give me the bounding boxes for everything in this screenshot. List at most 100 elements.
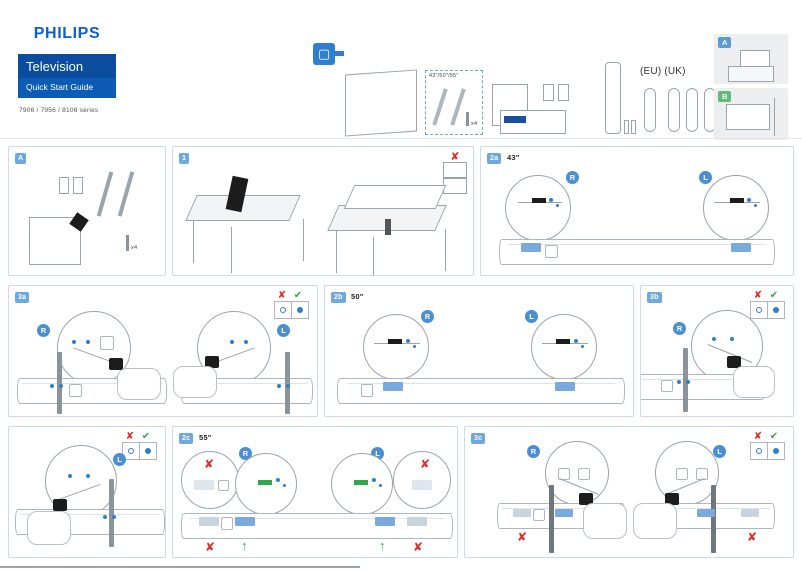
wrong-slot-3c-r xyxy=(513,509,531,517)
panel-screw-stand-50: 3b ✘ ✔ R xyxy=(640,285,794,417)
stand-post-3c-l xyxy=(711,485,716,553)
screwdriver-handle-3a-r xyxy=(109,358,123,370)
screwdriver-handle-3c-r xyxy=(579,493,593,505)
connector-port-2a xyxy=(545,245,558,258)
legend-x-3b: ✘ xyxy=(753,290,763,301)
screw-dot-2b-l1 xyxy=(574,339,578,343)
table-leg-r1 xyxy=(336,231,337,273)
screw-dot-3a-r2 xyxy=(86,340,90,344)
panel-badge-3b: 3b xyxy=(647,292,662,303)
stand-post-3b-left xyxy=(109,479,114,547)
philips-wordmark: PHILIPS xyxy=(33,25,101,42)
legend-cell-right-3b xyxy=(767,302,784,318)
screw-dot-2c-l1 xyxy=(372,478,376,482)
callout-wrong-right-2c: ✘ xyxy=(181,451,239,509)
stand-post-3c-r xyxy=(549,485,554,553)
tv-face-down-illustration xyxy=(343,185,447,209)
hand-illustration-3c-r xyxy=(583,503,627,539)
legend-x-3a: ✘ xyxy=(277,290,287,301)
wrong-marker-3c-r: ✘ xyxy=(517,530,528,544)
mount-slot-left-2a xyxy=(731,243,751,252)
wrong-marker-left-2c: ✘ xyxy=(413,540,424,554)
marker-right-3c: R xyxy=(527,445,540,458)
option-b-tv-illustration xyxy=(726,104,770,130)
wrong-slot-left-2c xyxy=(407,517,427,526)
callout-right-2a xyxy=(505,175,571,241)
panel-attach-stand-55: 2c 55" R L ✘ ✘ ✘ ↑ ↑ ✘ xyxy=(172,426,458,558)
screwdriver-handle-3a-l xyxy=(205,356,219,368)
table-leg-l1 xyxy=(193,221,194,263)
connector-port-3a xyxy=(69,384,82,397)
cable-clip-1 xyxy=(543,84,554,101)
option-b-card[interactable] xyxy=(714,88,788,140)
legend-cell-wrong-3c xyxy=(751,443,767,459)
marker-left-3a: L xyxy=(277,324,290,337)
panel-badge-3c: 3c xyxy=(471,433,486,444)
mount-slot-right-2a xyxy=(521,243,541,252)
screw-dot-3a-l1 xyxy=(230,340,234,344)
clip-part-1 xyxy=(59,177,69,194)
marker-left-2b: L xyxy=(525,310,538,323)
screw-dot-2b-r2 xyxy=(413,345,416,348)
callout-port-3c-l1 xyxy=(676,468,688,480)
legend-cell-right-3a xyxy=(291,302,308,318)
mount-slot-left-2b xyxy=(555,382,575,391)
legend-3b-left: ✘ ✔ xyxy=(122,432,157,460)
callout-port-3c-r2 xyxy=(578,468,590,480)
panel-badge-1: 1 xyxy=(179,153,190,164)
series-label: 7906 / 7956 / 8106 series xyxy=(19,107,99,114)
screw-icon xyxy=(466,112,469,126)
legend-3c: ✘ ✔ xyxy=(750,432,785,460)
screw-count-a: x4 xyxy=(131,245,138,251)
legend-cell-right-3c xyxy=(767,443,784,459)
legend-3a: ✘ ✔ xyxy=(274,291,309,319)
fixing-dot-3b-2 xyxy=(686,380,690,384)
leaflet-illustration xyxy=(500,110,566,134)
connector-port-3b xyxy=(661,380,673,392)
legend-check-3b: ✔ xyxy=(769,290,779,301)
screw-dot-2b-l2 xyxy=(581,345,584,348)
panel-size-2a: 43" xyxy=(507,153,520,162)
insert-arrow-icon-2c-l xyxy=(354,480,368,485)
callout-left-2b xyxy=(531,314,597,380)
table-leg-l2 xyxy=(231,227,232,273)
option-b-wall-line xyxy=(774,98,775,136)
warning-illustration-1 xyxy=(443,162,467,178)
insert-arrow-icon-2a-r xyxy=(532,198,546,203)
callout-wrong-slot-2c-l xyxy=(412,480,432,490)
correct-slot-3c-l xyxy=(697,509,715,517)
callout-x-icon-2c-l: ✘ xyxy=(420,457,431,471)
screw-dot-3b-r1 xyxy=(712,337,716,341)
marker-right-2a: R xyxy=(566,171,579,184)
callout-wrong-slot-2c-r xyxy=(194,480,214,490)
panel-size-2b: 50" xyxy=(351,292,364,301)
product-band: Television xyxy=(18,54,116,78)
stand-parts-box xyxy=(425,70,483,135)
hand-illustration-3a-r xyxy=(117,368,161,400)
unpack-box-icon: ▢ xyxy=(313,43,335,65)
callout-correct-right-2c xyxy=(235,453,297,515)
correct-marker-right-2c: ↑ xyxy=(241,538,248,553)
legend-3b: ✘ ✔ xyxy=(750,291,785,319)
unpack-arrow-icon xyxy=(330,51,344,56)
power-cable-region-label: (EU) (UK) xyxy=(640,66,686,77)
option-a-furniture-illustration xyxy=(728,66,774,82)
correct-slot-left-2c xyxy=(375,517,395,526)
no-flat-lay-warning: ✘ xyxy=(443,152,467,194)
screw-dot-3b-r2 xyxy=(730,337,734,341)
panel-screw-stand-50-left: ✘ ✔ L xyxy=(8,426,166,558)
stand-size-label: 43"/50"/55" xyxy=(429,73,459,79)
wrong-marker-right-2c: ✘ xyxy=(205,540,216,554)
tv-bottom-edge-2b xyxy=(337,378,625,404)
fixing-dot-3a-l2 xyxy=(286,384,290,388)
insert-arrow-icon-2a-l xyxy=(730,198,744,203)
marker-left-3b-left: L xyxy=(113,453,126,466)
panel-screw-stand-55: 3c ✘ ✔ R L ✘ ✘ xyxy=(464,426,794,558)
legend-check-3c: ✔ xyxy=(769,431,779,442)
fixing-dot-3b-l1 xyxy=(103,515,107,519)
legend-x-3b-left: ✘ xyxy=(125,431,135,442)
screwdriver-handle-3b xyxy=(727,356,741,368)
marker-left-3c: L xyxy=(713,445,726,458)
screw-part xyxy=(126,235,129,251)
warning-x-icon: ✘ xyxy=(450,151,460,163)
